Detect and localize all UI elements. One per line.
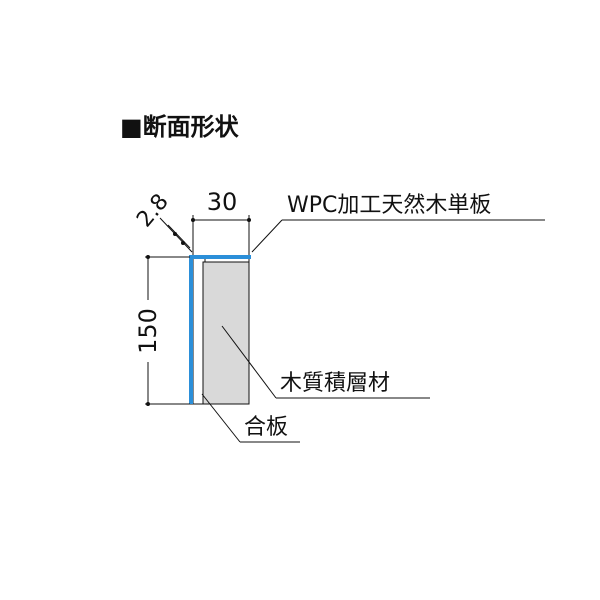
thickness-dim-dot-1: [173, 232, 177, 236]
height-dim-dot-bottom: [146, 402, 150, 406]
thickness-dim-dot-2: [181, 241, 185, 245]
plywood-callout-label: 合板: [244, 415, 288, 440]
plywood-leader-diag: [201, 393, 241, 443]
core-leader-diag: [221, 325, 277, 399]
thickness-dim-line-2: [167, 224, 191, 249]
height-dim-dot-top: [146, 255, 150, 259]
diagram-title: ■断面形状: [120, 113, 240, 141]
width-dim-dot-left: [191, 218, 195, 222]
width-dim-label: 30: [207, 188, 238, 216]
width-dim-dot-right: [247, 218, 251, 222]
veneer-layer: [189, 255, 251, 404]
core-callout-label: 木質積層材: [280, 371, 390, 396]
height-dim-label: 150: [134, 308, 162, 354]
veneer-leader-diag: [251, 219, 283, 253]
veneer-callout-label: WPC加工天然木単板: [287, 193, 491, 218]
core-layer: [202, 261, 250, 405]
